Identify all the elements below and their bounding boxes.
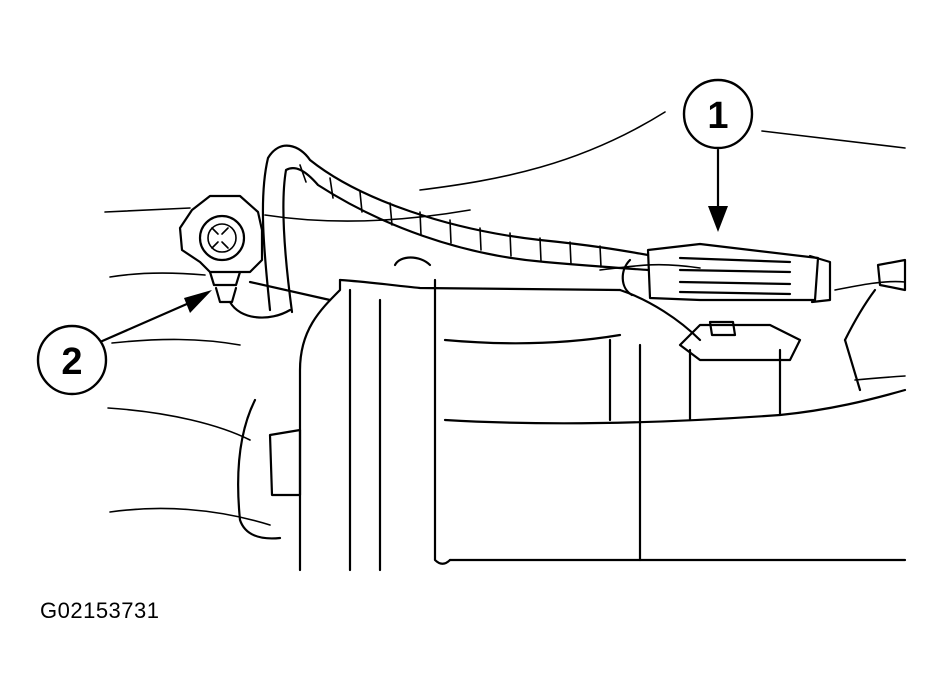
oxygen-sensor: [178, 194, 332, 319]
arrow-1-icon: [708, 206, 728, 232]
harness-connector: [621, 242, 832, 304]
figure-id: G02153731: [40, 598, 160, 623]
callout-1-label: 1: [707, 95, 728, 137]
mounting-flange: [678, 258, 907, 362]
arrow-2-icon: [184, 290, 212, 313]
exhaust-manifold: [237, 256, 907, 572]
callout-1: 1: [682, 78, 754, 150]
callout-2: 2: [36, 324, 108, 396]
callout-2-label: 2: [61, 341, 82, 383]
leader-lines: [98, 148, 728, 344]
engine-outline: [104, 111, 906, 526]
sensor-harness: [261, 144, 650, 314]
